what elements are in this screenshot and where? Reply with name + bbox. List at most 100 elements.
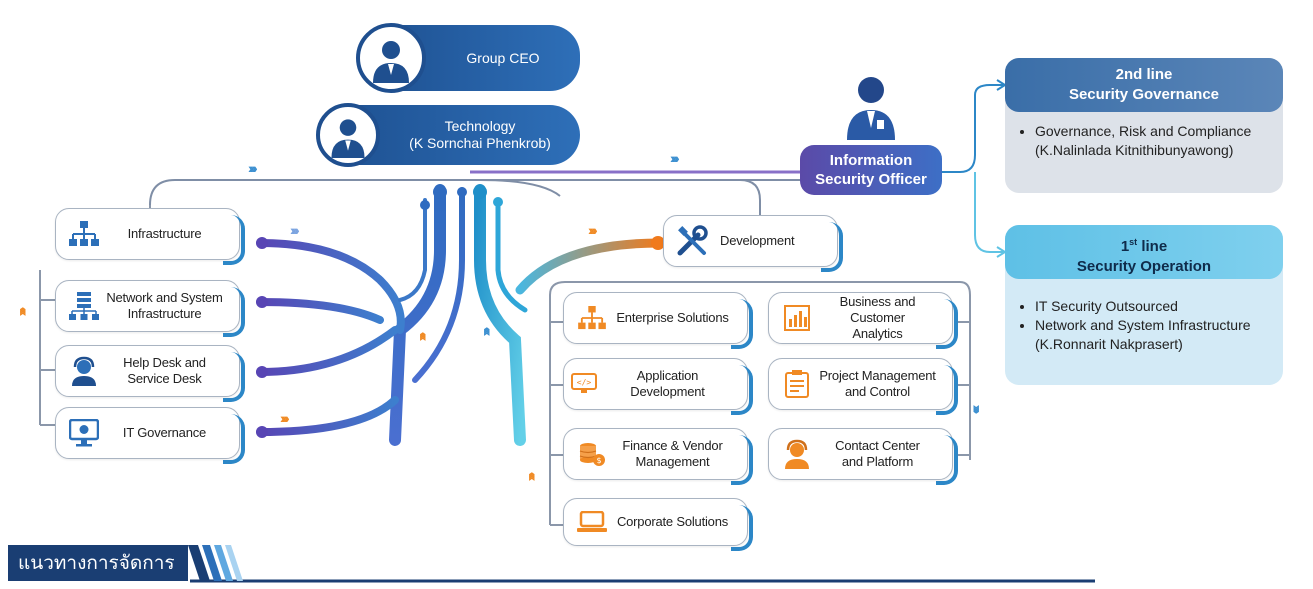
footer-title: แนวทางการจัดการ (18, 553, 175, 574)
first-line-word: line (1137, 238, 1168, 255)
card-edge (223, 215, 245, 265)
unit-label-line1: Contact Center (835, 438, 920, 453)
card-edge (936, 365, 958, 415)
card-edge (223, 352, 245, 402)
list-item: (K.Nalinlada Kitnithibunyawong) (1035, 142, 1234, 158)
server-rack-icon (64, 292, 104, 320)
headset-agent-icon (777, 439, 817, 469)
first-line-subtitle: Security Operation (1076, 258, 1212, 275)
footer-stripes-icon (188, 545, 243, 581)
first-line-list: IT Security Outsourced Network and Syste… (1005, 297, 1283, 354)
chevron-right-icon: ›››› (588, 222, 598, 238)
card-edge (731, 435, 753, 485)
card-edge (731, 505, 753, 551)
chevron-up-icon: ›››› (413, 334, 430, 342)
chevron-right-icon: ›››› (248, 160, 258, 176)
person-avatar-icon (356, 23, 426, 93)
card-edge (821, 222, 843, 272)
dev-card-application-development: </> Application Development (563, 358, 753, 415)
technology-title: Technology (444, 118, 516, 134)
second-line-title: 2nd line (1115, 66, 1173, 83)
unit-label: Corporate Solutions (616, 514, 729, 529)
laptop-icon (572, 511, 612, 533)
code-window-icon: </> (570, 373, 598, 395)
unit-label: IT Governance (122, 425, 207, 440)
clipboard-icon (777, 370, 817, 398)
card-edge (936, 299, 958, 349)
network-hierarchy-icon (64, 221, 104, 247)
first-line-title: 1st line (1005, 232, 1283, 257)
list-item: (K.Ronnarit Nakprasert) (1035, 336, 1183, 352)
technology-person: (K Sornchai Phenkrob) (409, 135, 551, 151)
footer-title-bar: แนวทางการจัดการ (8, 545, 188, 581)
group-ceo-label: Group CEO (466, 50, 540, 66)
unit-label-line2: Management (635, 454, 710, 469)
bar-chart-icon (777, 305, 817, 331)
unit-label-line1: Network and System (106, 290, 223, 305)
security-officer-line1: Information (829, 152, 913, 169)
unit-label-line2: Service Desk (127, 371, 202, 386)
card-edge (223, 414, 245, 464)
chevron-up-icon: ›››› (13, 309, 30, 317)
unit-label-line1: Project Management (819, 368, 936, 383)
development-node: Development (663, 215, 843, 272)
card-edge (731, 365, 753, 415)
unit-label-line2: Analytics (852, 326, 903, 341)
card-edge (936, 435, 958, 485)
chevron-right-icon: ›››› (280, 410, 290, 426)
chevron-right-icon: ›››› (290, 222, 300, 238)
headset-agent-icon (64, 356, 104, 386)
svg-text:</>: </> (577, 378, 592, 387)
tools-icon (672, 225, 712, 257)
person-avatar-icon (316, 103, 380, 167)
dev-card-corporate-solutions: Corporate Solutions (563, 498, 753, 551)
unit-label-line2: and Control (844, 384, 910, 399)
svg-text:$: $ (596, 456, 601, 465)
unit-label-line2: Infrastructure (127, 306, 202, 321)
chevron-right-icon: ›››› (670, 150, 680, 166)
unit-label-line2: and Platform (841, 454, 914, 469)
first-line-ordinal: st (1129, 237, 1138, 247)
second-line-list: Governance, Risk and Compliance (K.Nalin… (1005, 122, 1283, 160)
unit-label: Infrastructure (127, 226, 202, 241)
first-line-header: 1st line Security Operation (1005, 225, 1283, 279)
security-officer-avatar-icon (843, 70, 899, 140)
second-line-subtitle: Security Governance (1068, 86, 1220, 103)
list-item: IT Security Outsourced (1035, 297, 1283, 316)
development-label: Development (720, 233, 795, 248)
chevron-up-icon: ›››› (477, 329, 494, 337)
chevron-down-icon: ›››› (969, 404, 986, 412)
second-line-panel: 2nd line Security Governance Governance,… (1005, 58, 1283, 193)
unit-label: Enterprise Solutions (616, 310, 729, 325)
technology-node: Technology (K Sornchai Phenkrob) (316, 103, 580, 167)
dev-card-enterprise-solutions: Enterprise Solutions (563, 292, 753, 349)
security-officer-line2: Security Officer (815, 171, 927, 188)
second-line-header: 2nd line Security Governance (1005, 58, 1283, 112)
security-officer-node: Information Security Officer (800, 145, 942, 195)
unit-label-line1: Finance & Vendor (622, 438, 723, 453)
first-line-number: 1 (1120, 238, 1130, 255)
card-edge (223, 287, 245, 337)
unit-label-line1: Help Desk and (123, 355, 206, 370)
list-item: Network and System Infrastructure (1035, 316, 1283, 335)
group-ceo-node: Group CEO (356, 23, 580, 93)
monitor-gear-icon (64, 419, 104, 447)
card-edge (731, 299, 753, 349)
coins-icon: $ (572, 440, 612, 468)
first-line-panel: 1st line Security Operation IT Security … (1005, 225, 1283, 385)
unit-label: Application Development (630, 368, 705, 399)
